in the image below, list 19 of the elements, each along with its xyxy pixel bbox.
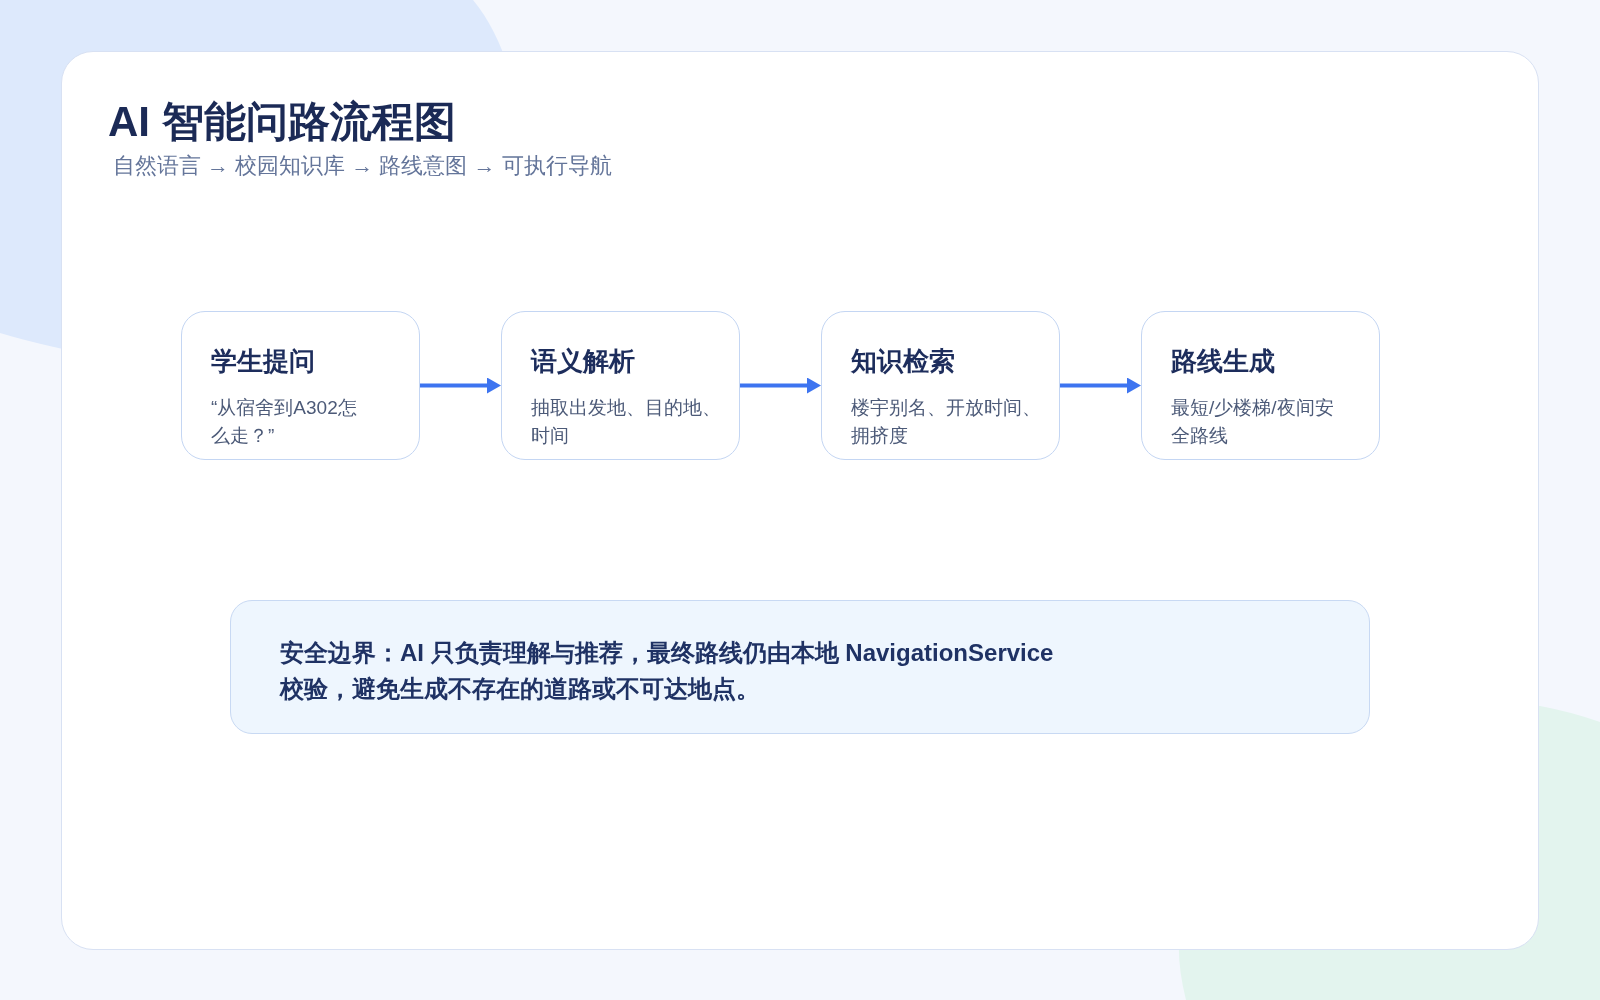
- note-text: 安全边界：AI 只负责理解与推荐，最终路线仍由本地 NavigationService 校验，避免生成不存在的道路或不可达地点。: [280, 638, 1055, 704]
- step-description: 抽取出发地、目的地、时间: [531, 396, 722, 448]
- step-heading: 知识检索: [851, 345, 955, 378]
- process-box: [501, 311, 740, 460]
- step-heading: 学生提问: [211, 345, 315, 378]
- process-box: [1141, 311, 1380, 460]
- arrow: [1060, 377, 1141, 394]
- arrow: [420, 377, 501, 394]
- arrow: [740, 377, 821, 394]
- note-box: [230, 600, 1370, 734]
- process-box: [181, 311, 420, 460]
- step-heading: 语义解析: [531, 345, 635, 378]
- process-box: [821, 311, 1060, 460]
- title: AI 智能问路流程图: [108, 97, 456, 147]
- step-heading: 路线生成: [1171, 345, 1275, 378]
- step-description: “从宿舍到A302怎么走？”: [211, 396, 358, 448]
- step-description: 最短/少楼梯/夜间安全路线: [1171, 396, 1335, 448]
- subtitle: 自然语言 → 校园知识库 → 路线意图 → 可执行导航: [113, 152, 612, 180]
- step-description: 楼宇别名、开放时间、拥挤度: [851, 396, 1042, 448]
